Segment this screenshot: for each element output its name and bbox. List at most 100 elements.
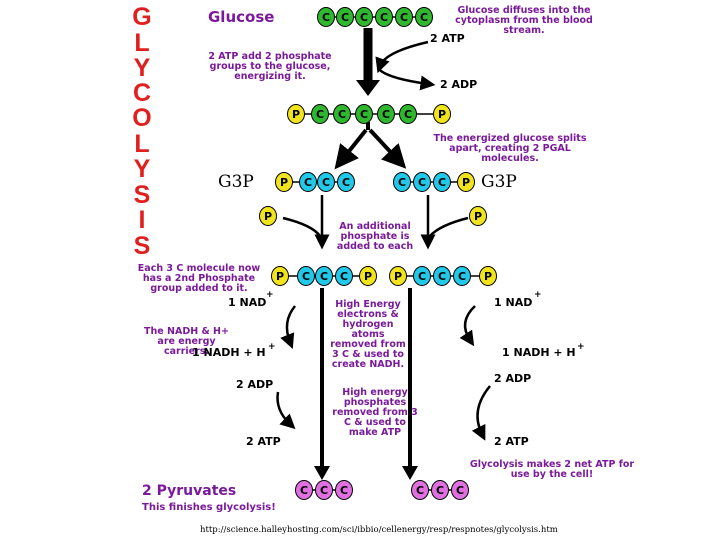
- phosphate: P: [359, 266, 377, 286]
- svg-text:P: P: [292, 108, 300, 121]
- nadh-right-plus: +: [577, 342, 585, 352]
- side-title-letter: L: [134, 29, 150, 57]
- svg-text:C: C: [420, 11, 428, 24]
- g3p-carbon: C: [337, 172, 355, 192]
- split-arrow-left: [334, 128, 368, 170]
- svg-text:C: C: [456, 484, 464, 497]
- glucose-carbon: C: [355, 7, 373, 27]
- side-title-letter: O: [132, 104, 152, 132]
- side-title-letter: S: [133, 232, 151, 260]
- adp-right-label: 2 ADP: [494, 372, 532, 385]
- pyruvate-carbon: C: [431, 480, 449, 500]
- each-3c-text: Each 3 C molecule now has a 2nd Phosphat…: [137, 263, 261, 294]
- g3p-right-label: G3P: [481, 172, 517, 192]
- svg-text:C: C: [304, 176, 312, 189]
- glucose-carbon: C: [311, 104, 329, 124]
- svg-text:C: C: [302, 270, 310, 283]
- adp-out-label: 2 ADP: [440, 78, 478, 91]
- svg-text:C: C: [340, 270, 348, 283]
- phosphate: P: [469, 206, 487, 226]
- svg-text:P: P: [438, 108, 446, 121]
- phosphate: P: [271, 266, 289, 286]
- g3p-carbon: C: [393, 172, 411, 192]
- side-title-letter: G: [132, 3, 152, 31]
- g3p-carbon: C: [453, 266, 471, 286]
- svg-text:C: C: [322, 176, 330, 189]
- nadh-right-label: 1 NADH + H: [502, 346, 576, 359]
- pyruvate-carbon: C: [315, 480, 333, 500]
- svg-text:C: C: [300, 484, 308, 497]
- nad-arrow-left: [280, 305, 296, 349]
- side-title-letter: Y: [133, 155, 151, 183]
- high-energy-electrons-text: High Energy electrons & hydrogen atoms r…: [330, 299, 406, 370]
- phosphate: P: [389, 266, 407, 286]
- glucose-carbon: C: [355, 104, 373, 124]
- net-atp-text: Glycolysis makes 2 net ATP for use by th…: [469, 459, 635, 480]
- nadh-left-plus: +: [268, 342, 276, 352]
- atp-in-label: 2 ATP: [430, 32, 465, 45]
- svg-text:C: C: [340, 484, 348, 497]
- svg-text:C: C: [438, 270, 446, 283]
- nad-arrow-right: [459, 305, 476, 347]
- p-curve-right: [429, 216, 469, 237]
- svg-text:C: C: [360, 11, 368, 24]
- nadh-carriers-text: The NADH & H+ are energy carriers.: [144, 326, 229, 357]
- long-arrowhead-right: [402, 466, 418, 480]
- svg-text:C: C: [316, 108, 324, 121]
- svg-text:P: P: [276, 270, 284, 283]
- side-title-letter: I: [138, 206, 146, 234]
- high-energy-phosphates-text: High energy phosphates removed from 3 C …: [332, 387, 418, 438]
- adp-arrow-right: [471, 385, 491, 441]
- g3p-carbon: C: [413, 266, 431, 286]
- glucose-label: Glucose: [208, 8, 275, 26]
- pyruvate-carbon: C: [411, 480, 429, 500]
- g3p-carbon: C: [433, 172, 451, 192]
- atp-right-label: 2 ATP: [494, 435, 529, 448]
- glucose-carbon: C: [377, 104, 395, 124]
- svg-text:P: P: [364, 270, 372, 283]
- long-arrowhead-left: [314, 466, 330, 480]
- svg-text:C: C: [404, 108, 412, 121]
- svg-text:C: C: [341, 11, 349, 24]
- svg-text:P: P: [474, 210, 482, 223]
- nadh-left-label: 1 NADH + H: [192, 346, 266, 359]
- adp-out-arrow: [376, 67, 436, 91]
- side-title-letter: S: [133, 181, 151, 209]
- svg-text:C: C: [360, 108, 368, 121]
- p-curve-left: [282, 216, 322, 237]
- pyruvate-carbon: C: [295, 480, 313, 500]
- svg-text:C: C: [418, 270, 426, 283]
- g3p-carbon: C: [413, 172, 431, 192]
- svg-text:P: P: [484, 270, 492, 283]
- svg-text:C: C: [438, 176, 446, 189]
- svg-text:P: P: [394, 270, 402, 283]
- g3p-left-label: G3P: [218, 172, 254, 192]
- adp-arrow-left: [276, 391, 296, 430]
- atp-add-phosphate-text: 2 ATP add 2 phosphate groups to the gluc…: [208, 51, 332, 82]
- svg-text:C: C: [458, 270, 466, 283]
- svg-text:C: C: [400, 11, 408, 24]
- svg-text:C: C: [338, 108, 346, 121]
- phosphate: P: [433, 104, 451, 124]
- glucose-carbon: C: [399, 104, 417, 124]
- pyruvate-carbon: C: [335, 480, 353, 500]
- svg-text:P: P: [280, 176, 288, 189]
- svg-text:C: C: [342, 176, 350, 189]
- additional-phosphate-text: An additional phosphate is added to each: [336, 221, 414, 252]
- nad-left-plus: +: [266, 290, 274, 300]
- svg-text:C: C: [436, 484, 444, 497]
- g3p-carbon: C: [317, 172, 335, 192]
- glucose-carbon: C: [395, 7, 413, 27]
- source-url: http://science.halleyhosting.com/sci/ibb…: [200, 525, 558, 535]
- phosphate: P: [275, 172, 293, 192]
- side-title-letter: Y: [133, 54, 151, 82]
- phosphate: P: [457, 172, 475, 192]
- split-arrow-right: [368, 128, 407, 169]
- svg-text:C: C: [320, 484, 328, 497]
- pyruvates-label: 2 Pyruvates: [142, 483, 237, 499]
- atp-in-arrow: [375, 40, 429, 74]
- g3p-carbon: C: [335, 266, 353, 286]
